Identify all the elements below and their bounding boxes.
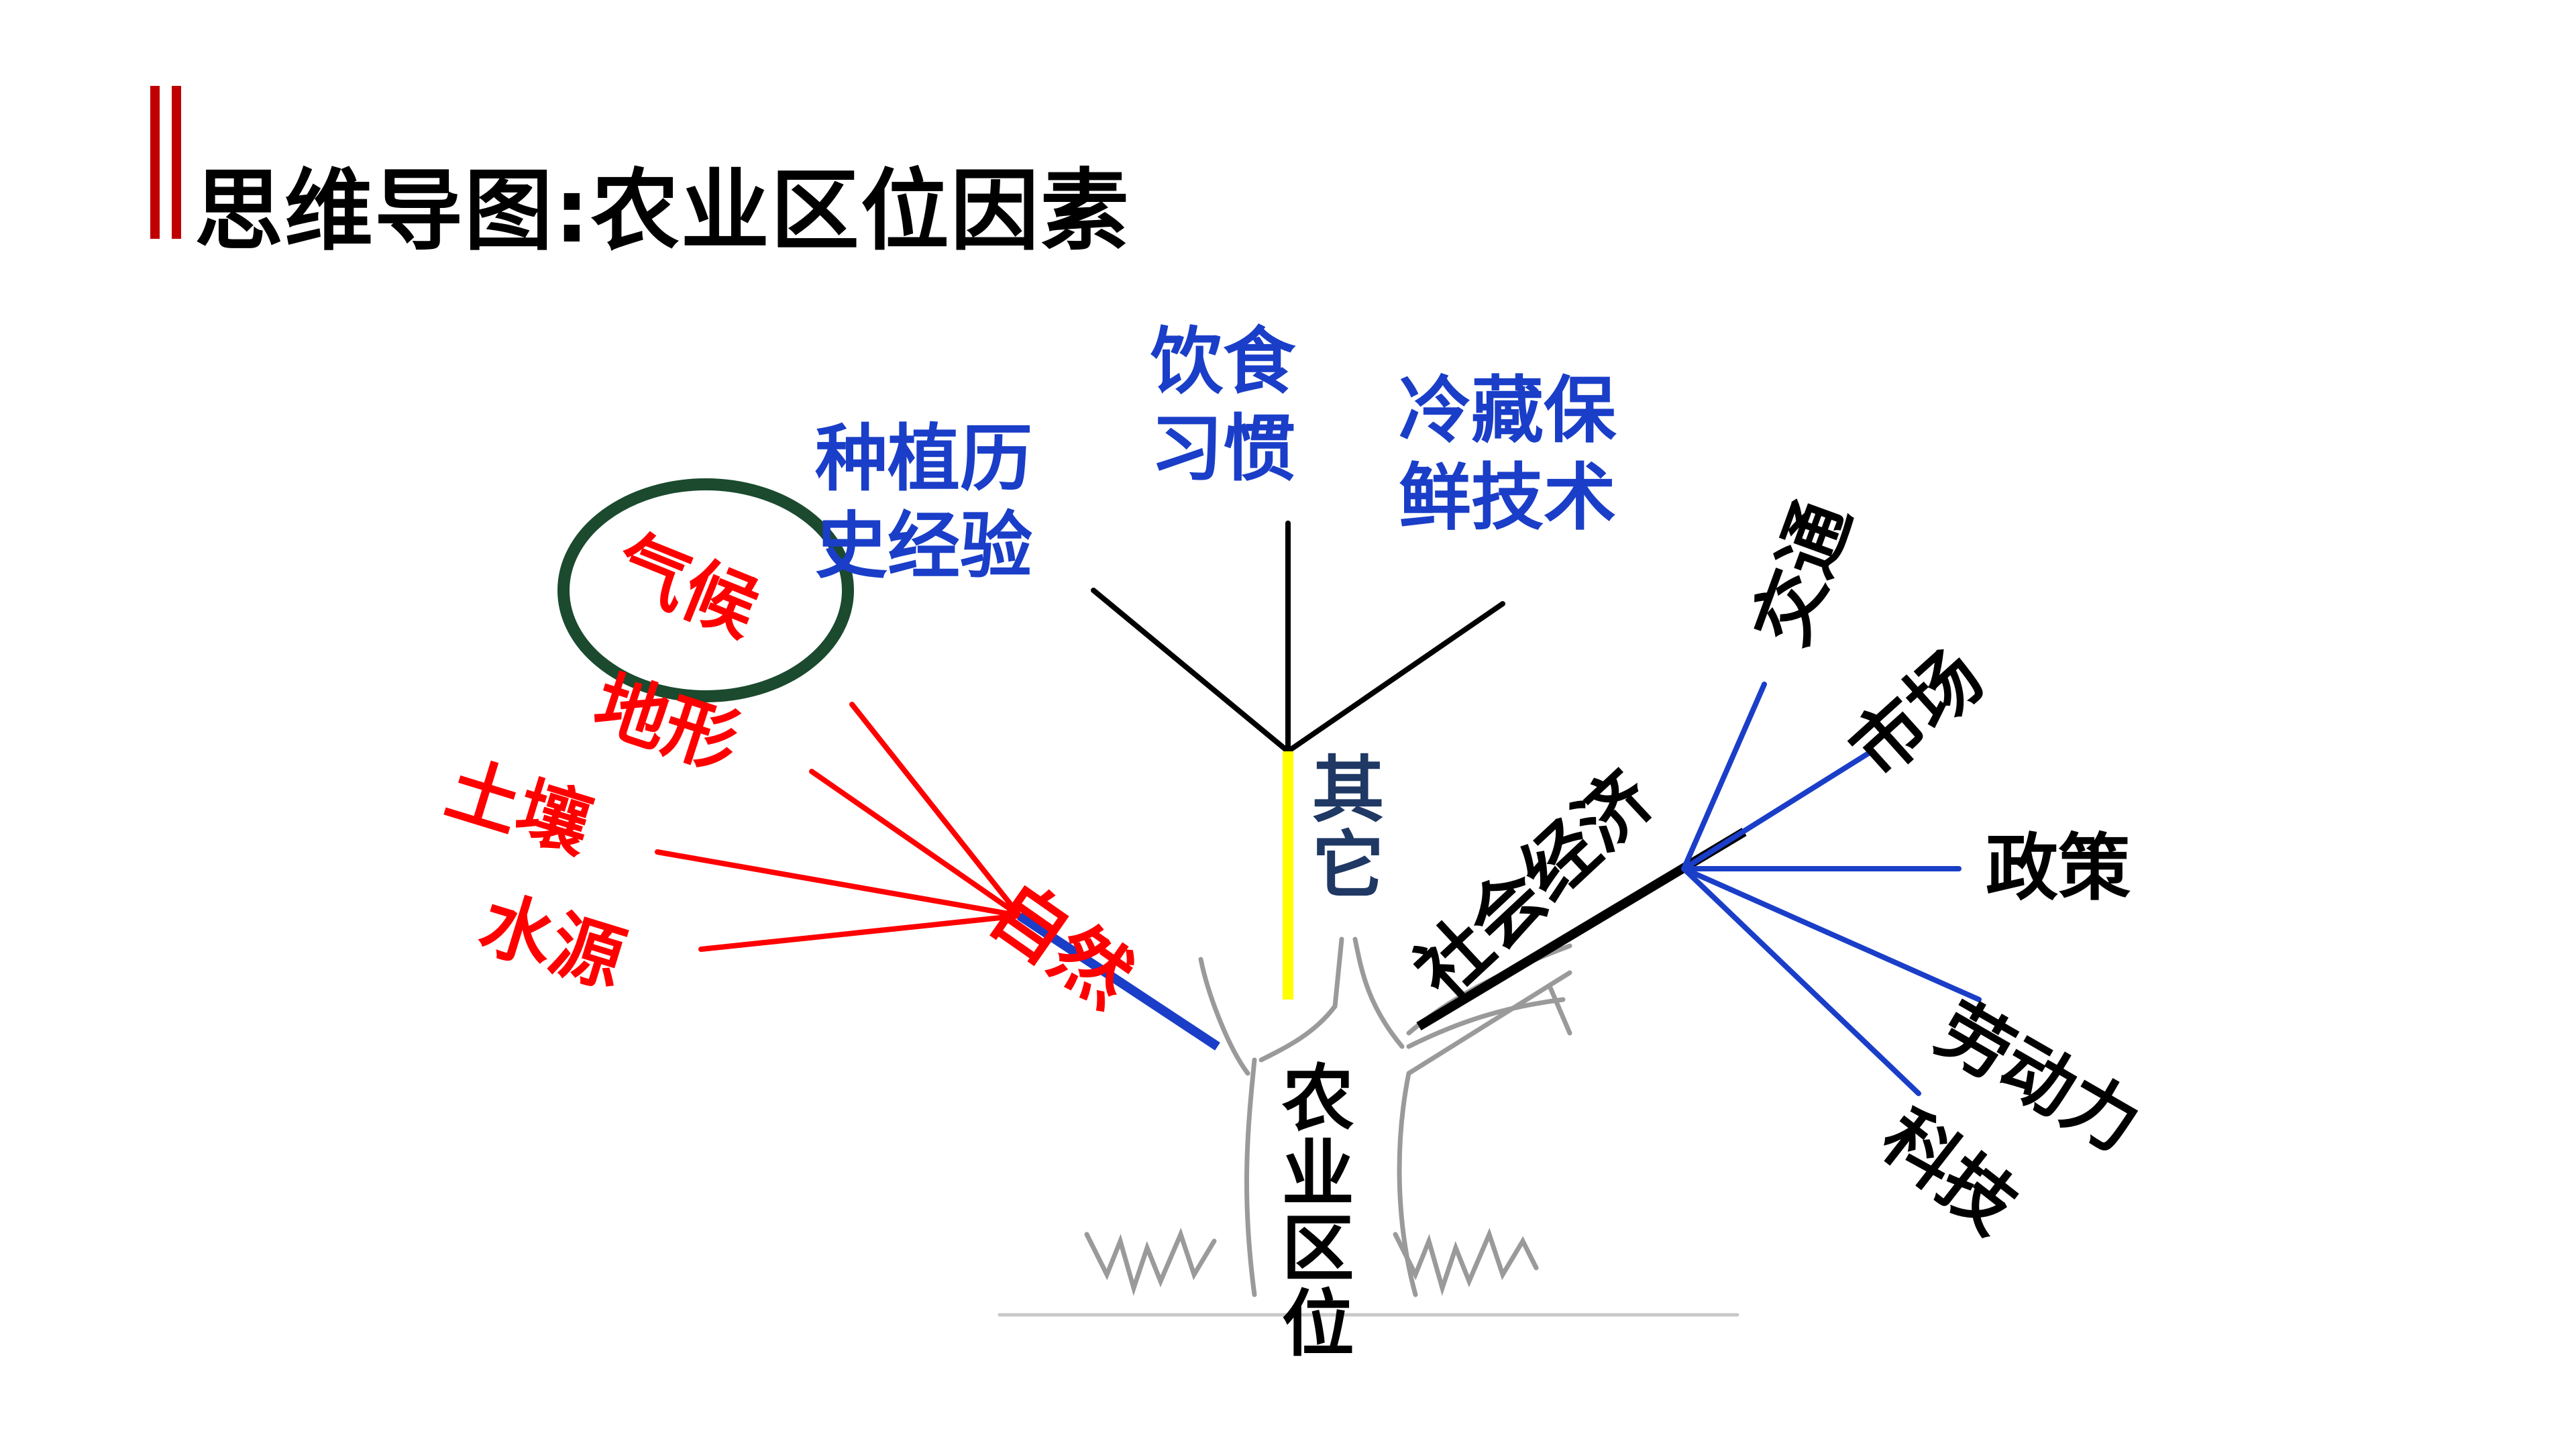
factor-planting-history: 种植历史经验	[815, 417, 1033, 588]
factor-policy: 政策	[1986, 826, 2131, 910]
title-accent-bar	[150, 86, 160, 239]
social-branch-lines	[1681, 682, 1982, 1096]
other-branch-label: 其它	[1299, 751, 1384, 902]
natural-branch-stem	[1017, 912, 1220, 1051]
highlight-circle	[557, 478, 854, 702]
natural-branch-lines	[655, 702, 1022, 952]
title-accent-bar	[172, 86, 181, 239]
root-label: 农业区位	[1269, 1060, 1354, 1360]
page-title: 思维导图:农业区位因素	[195, 160, 1130, 264]
factor-diet-habits: 饮食习惯	[1150, 320, 1296, 491]
factor-cold-storage-technology: 冷藏保鲜技术	[1399, 369, 1617, 540]
other-branch-lines	[1091, 521, 1505, 754]
